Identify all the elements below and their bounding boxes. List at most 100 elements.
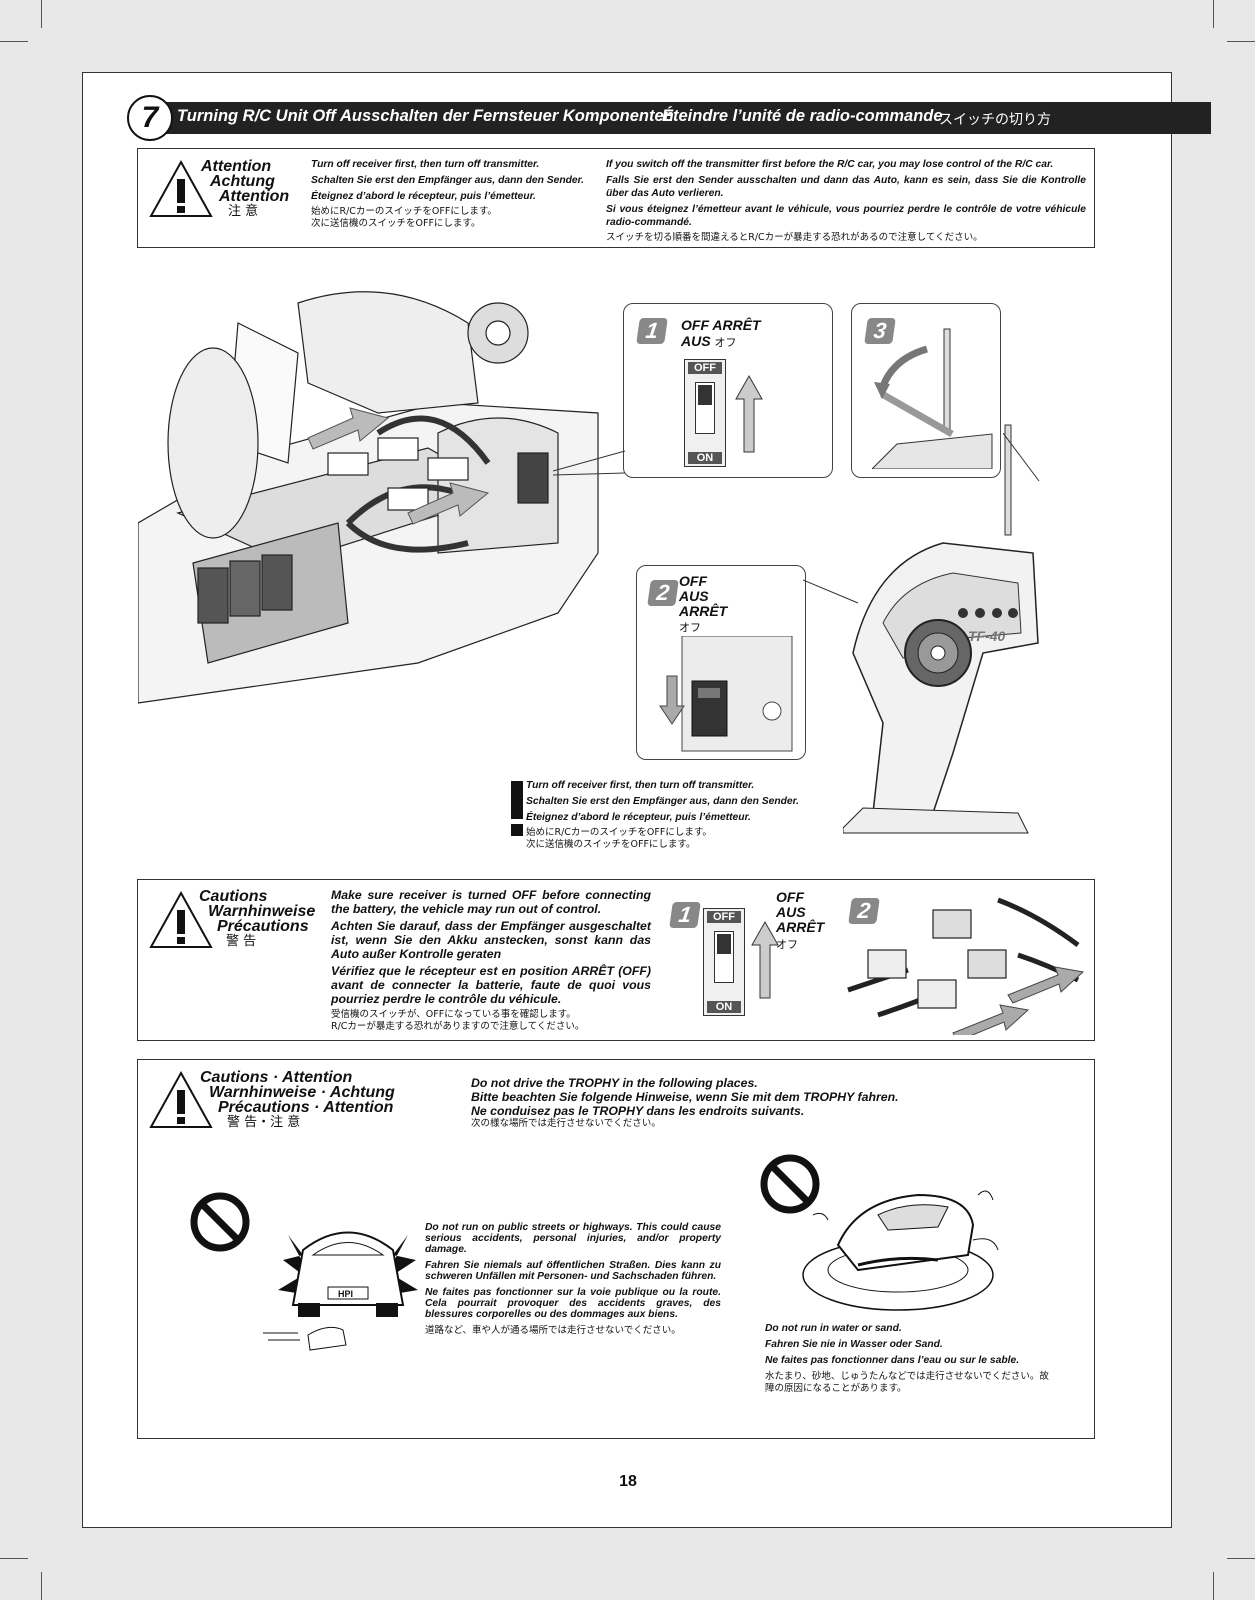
step1-line2: AUS オフ (681, 334, 736, 350)
label-attention-fr: Attention (219, 188, 290, 205)
switch-illustration: OFF ON (703, 908, 745, 1016)
manual-page: Turning R/C Unit Off Ausschalten der Fer… (82, 72, 1211, 1528)
crop-mark (1213, 1572, 1214, 1600)
crop-mark (41, 0, 42, 28)
cautions-box: Cautions Warnhinweise Précautions 警 告 Ma… (137, 879, 1095, 1041)
text-jp: 次の様な場所では走行させないでください。 (471, 1118, 661, 1129)
text-de: Schalten Sie erst den Empfänger aus, dan… (526, 796, 799, 807)
switch-on-label: ON (707, 1001, 741, 1013)
step2-aus: AUS (679, 588, 709, 604)
places-intro: Do not drive the TROPHY in the following… (471, 1076, 991, 1130)
street-car-illustration: HPI (263, 1231, 418, 1351)
step1-card: 1 OFF ARRÊT AUS オフ OFF ON (623, 303, 833, 478)
label-warnhinweise-achtung: Warnhinweise · Achtung (209, 1084, 395, 1101)
switch-slot (695, 382, 715, 434)
crop-mark (0, 1558, 28, 1559)
label-jp: 注 意 (228, 204, 259, 219)
label-cautions: Cautions (199, 888, 268, 905)
step2-badge: 2 (647, 580, 679, 606)
text-fr: Éteignez d’abord le récepteur, puis l’ém… (311, 191, 536, 202)
title-en: Turning R/C Unit Off (177, 107, 336, 125)
text-en: Turn off receiver first, then turn off t… (311, 159, 540, 170)
tx-switch-closeup (659, 636, 793, 752)
switch-off-label: OFF (707, 911, 741, 923)
text-fr: Ne conduisez pas le TROPHY dans les endr… (471, 1104, 805, 1118)
step-number: 7 (127, 95, 173, 141)
switch-illustration: OFF ON (684, 359, 726, 467)
text-en: If you switch off the transmitter first … (606, 159, 1054, 170)
text-jp: 水たまり、砂地、じゅうたんなどでは走行させないでください。故障の原因になることが… (765, 1371, 1049, 1394)
step2-off: OFF (679, 573, 707, 589)
step1-jp: オフ (714, 336, 737, 349)
crop-mark (1227, 1558, 1255, 1559)
label-jp: 警 告・注 意 (227, 1115, 301, 1130)
text-en: Do not run in water or sand. (765, 1323, 902, 1334)
text-jp: 道路など、車や人が通る場所では走行させないでください。 (425, 1325, 681, 1336)
attention-left-text: Turn off receiver first, then turn off t… (311, 158, 601, 230)
callout-line (1003, 433, 1040, 482)
warning-triangle-icon (149, 890, 213, 948)
exclamation-icon (511, 781, 523, 836)
text-fr: Ne faites pas fonctionner sur la voie pu… (425, 1287, 721, 1320)
text-fr: Vérifiez que le récepteur est en positio… (331, 964, 651, 1006)
water-car-illustration (802, 1190, 999, 1311)
text-fr: Éteignez d’abord le récepteur, puis l’ém… (526, 812, 751, 823)
receiver-chassis-illustration (138, 291, 599, 704)
switch-slot (714, 931, 734, 983)
antenna-fold-illustration (872, 328, 993, 469)
label-achtung: Achtung (210, 173, 275, 190)
text-jp-2: 次に送信機のスイッチをOFFにします。 (311, 218, 481, 229)
page-number: 18 (619, 1473, 637, 1490)
text-jp-1: 受信機のスイッチが、OFFになっている事を確認します。 (331, 1009, 576, 1020)
step2-jp: オフ (679, 621, 701, 634)
caution-jp: オフ (776, 938, 798, 951)
step3-card: 3 (851, 303, 1001, 478)
text-fr: Si vous éteignez l’émetteur avant le véh… (606, 204, 1086, 228)
text-de: Fahren Sie niemals auf öffentlichen Stra… (425, 1260, 721, 1282)
plate-text: HPI (338, 1289, 353, 1299)
step2-card: 2 OFF AUS ARRÊT オフ (636, 565, 806, 760)
crop-mark (1227, 41, 1255, 42)
arrow-up-icon (751, 920, 779, 999)
callout-line (803, 579, 859, 604)
text-en: Do not run on public streets or highways… (425, 1222, 721, 1255)
attention-right-text: If you switch off the transmitter first … (606, 158, 1086, 244)
crop-mark (1213, 0, 1214, 28)
street-warning-text: Do not run on public streets or highways… (425, 1222, 721, 1337)
title-jp: スイッチの切り方 (939, 112, 1051, 128)
text-de: Bitte beachten Sie folgende Hinweise, we… (471, 1090, 899, 1104)
text-en: Make sure receiver is turned OFF before … (331, 888, 651, 916)
label-precautions: Précautions (217, 918, 309, 935)
crop-mark (0, 41, 28, 42)
attention-box: Attention Achtung Attention 注 意 Turn off… (137, 148, 1095, 248)
caution-step1-badge: 1 (669, 902, 701, 928)
prohibited-icon (760, 1154, 820, 1214)
caution-aus: AUS (776, 904, 806, 920)
caution-arret: ARRÊT (776, 919, 825, 935)
text-jp-1: 始めにR/CカーのスイッチをOFFにします。 (526, 827, 712, 838)
warning-triangle-icon (149, 1070, 213, 1128)
text-fr: Ne faites pas fonctionner dans l’eau ou … (765, 1355, 1020, 1366)
warning-triangle-icon (149, 159, 213, 217)
text-jp-1: 始めにR/CカーのスイッチをOFFにします。 (311, 206, 497, 217)
label-precautions-attention: Précautions · Attention (218, 1099, 394, 1116)
tx-model-label: TF-40 (968, 628, 1006, 644)
text-de: Schalten Sie erst den Empfänger aus, dan… (311, 175, 584, 186)
text-de: Fahren Sie nie in Wasser oder Sand. (765, 1339, 943, 1350)
text-en: Turn off receiver first, then turn off t… (526, 780, 755, 791)
cautions-text: Make sure receiver is turned OFF before … (331, 888, 651, 1033)
transmitter-illustration: TF-40 (843, 424, 1039, 834)
caution-off: OFF (776, 889, 804, 905)
step1-badge: 1 (636, 318, 668, 344)
text-en: Do not drive the TROPHY in the following… (471, 1076, 758, 1090)
text-jp-2: R/Cカーが暴走する恐れがありますので注意してください。 (331, 1021, 585, 1032)
title-fr: Éteindre l’unité de radio-commande (662, 107, 943, 125)
prohibited-icon (190, 1192, 250, 1252)
step1-aus: AUS (681, 333, 711, 349)
text-de: Falls Sie erst den Sender ausschalten un… (606, 175, 1086, 199)
switch-off-label: OFF (688, 362, 722, 374)
arrow-up-icon (735, 374, 763, 453)
text-jp: スイッチを切る順番を間違えるとR/Cカーが暴走する恐れがあるので注意してください… (606, 232, 983, 243)
places-box: Cautions · Attention Warnhinweise · Acht… (137, 1059, 1095, 1439)
diagram-note: Turn off receiver first, then turn off t… (526, 779, 846, 851)
